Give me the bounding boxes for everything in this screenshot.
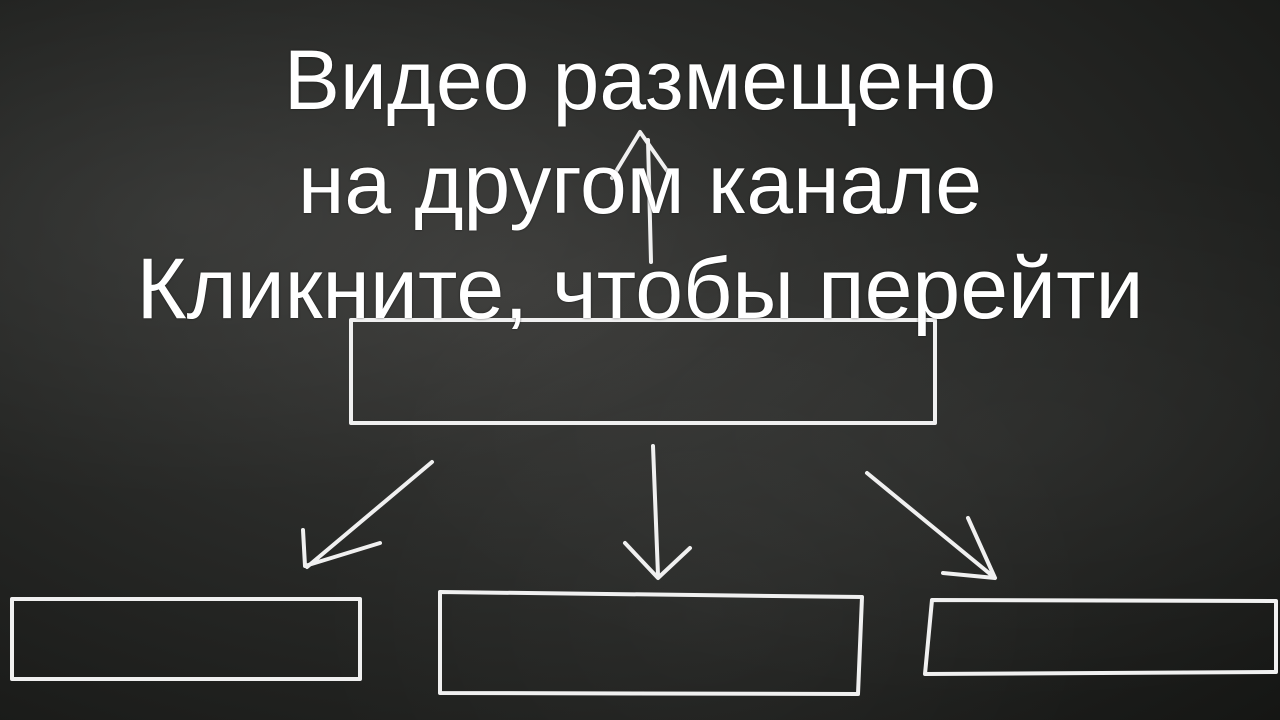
caption-line-3-click-prompt[interactable]: Кликните, чтобы перейти [136, 241, 1144, 337]
top-box [349, 318, 937, 425]
arrow-down-right-icon [865, 471, 997, 580]
bottom-left-box [10, 597, 362, 681]
up-arrow-icon [610, 130, 670, 264]
caption-line-2: на другом канале [298, 137, 982, 231]
arrow-down-icon [623, 444, 692, 580]
arrow-down-left-icon [301, 460, 434, 569]
bottom-center-box [438, 590, 864, 696]
caption-line-1: Видео размещено [283, 33, 997, 127]
bottom-right-box [923, 598, 1278, 676]
